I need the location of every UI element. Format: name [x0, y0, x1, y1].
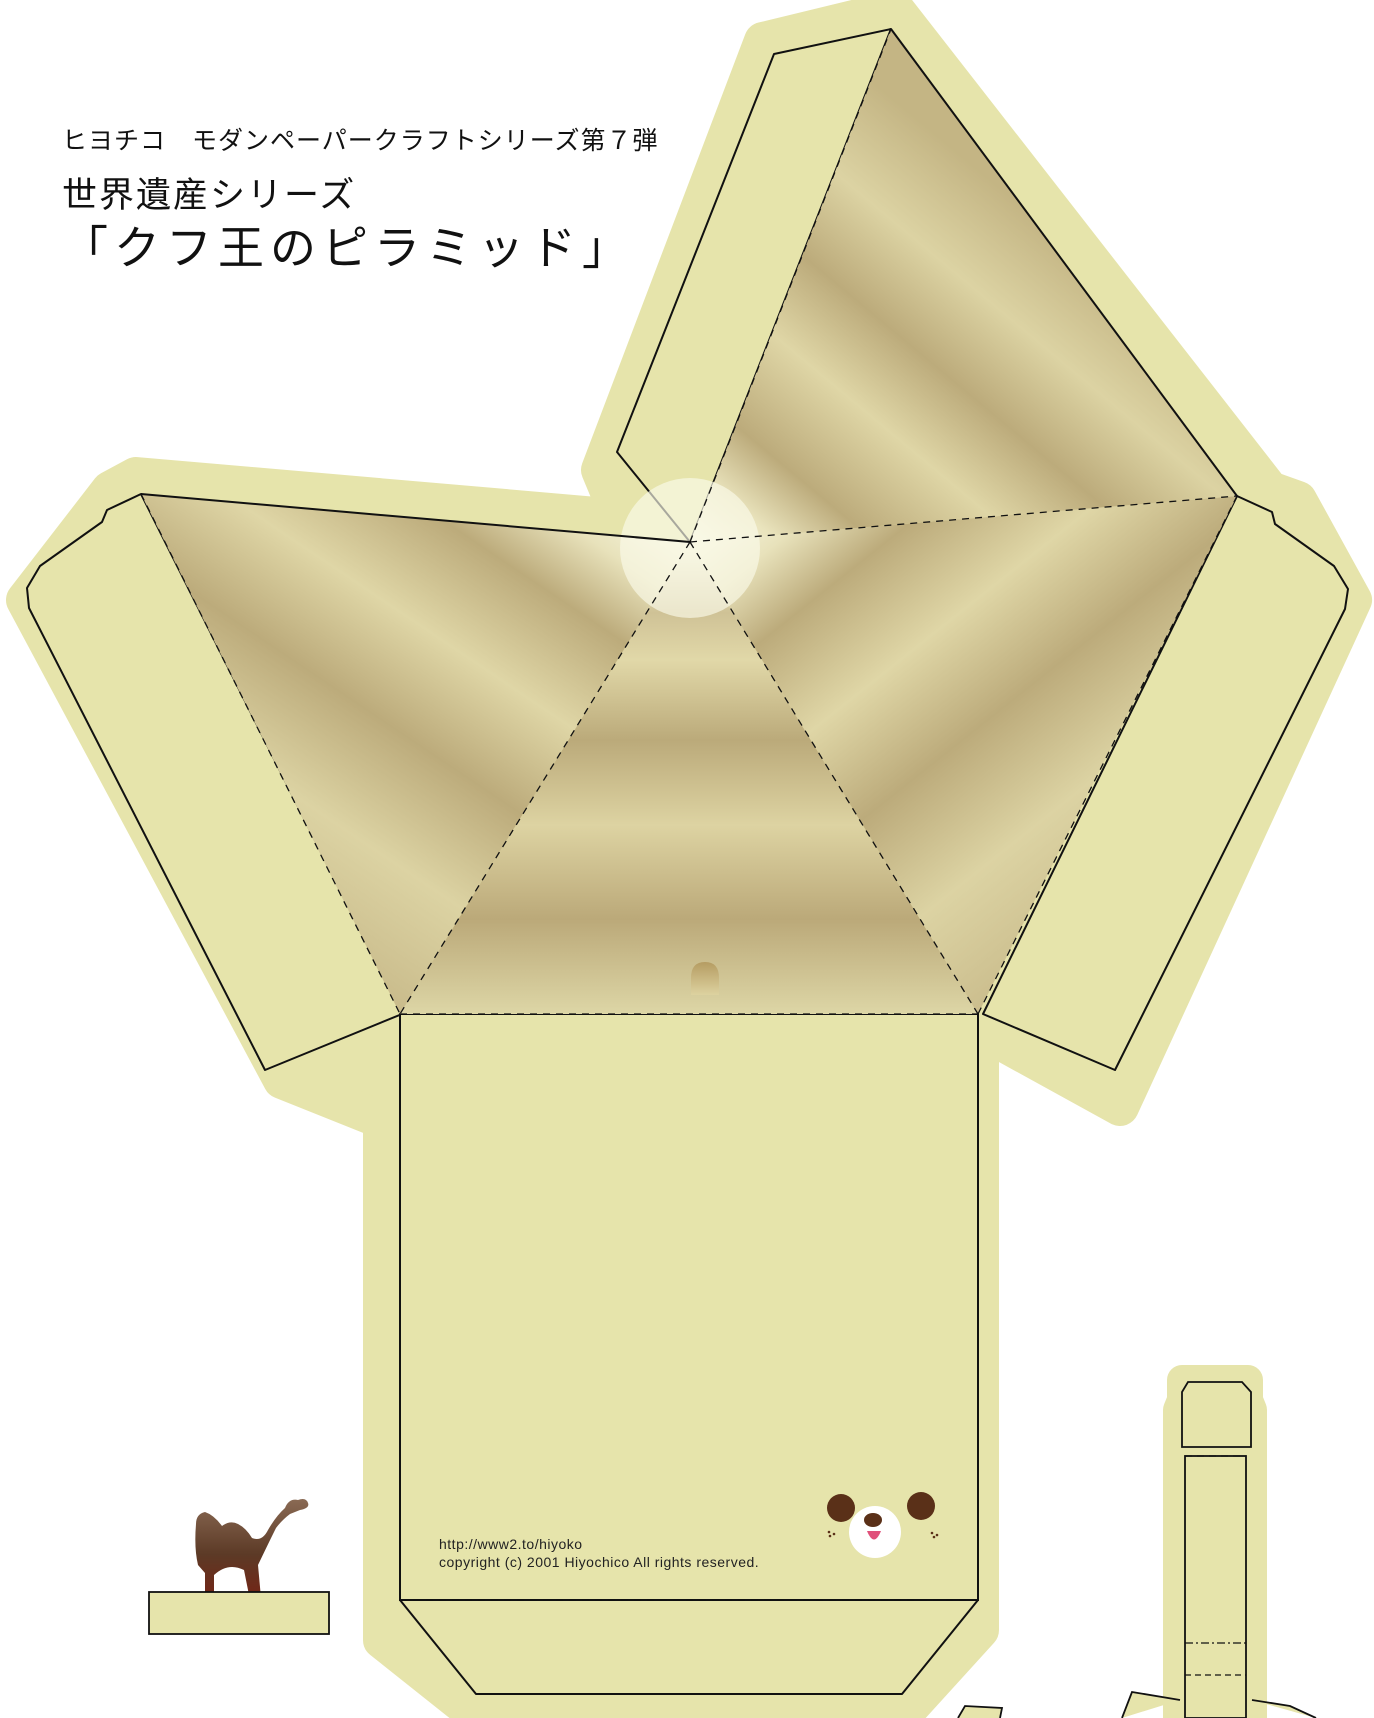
flap-left	[26, 493, 403, 1071]
site-url: http://www2.to/hiyoko	[439, 1536, 583, 1552]
series-subtitle: ヒヨチコ モダンペーパークラフトシリーズ第７弾	[62, 126, 659, 155]
stand-strip	[957, 1365, 1317, 1718]
series-name: 世界遺産シリーズ	[62, 176, 357, 216]
apex-glow	[620, 478, 760, 618]
pyramid-net	[6, 0, 1372, 1718]
camel-stand	[148, 1591, 330, 1635]
cut-lines	[140, 28, 1238, 543]
face-left	[141, 494, 690, 1014]
puppy-face-icon	[827, 1492, 939, 1558]
copyright-notice: copyright (c) 2001 Hiyochico All rights …	[439, 1554, 760, 1570]
camel-piece	[148, 1499, 330, 1635]
page-title: 「クフ王のピラミッド」	[62, 221, 634, 275]
face-right	[690, 496, 1237, 1014]
camel-icon	[195, 1499, 309, 1610]
face-bottom	[400, 542, 978, 1014]
fold-lines	[140, 28, 1238, 1601]
flap-bottom	[399, 1599, 979, 1695]
pyramid-door-icon	[691, 962, 719, 995]
flap-right	[982, 495, 1349, 1071]
glue-flaps	[26, 28, 1349, 1695]
face-top	[690, 29, 1237, 542]
pyramid-base	[399, 1013, 979, 1601]
